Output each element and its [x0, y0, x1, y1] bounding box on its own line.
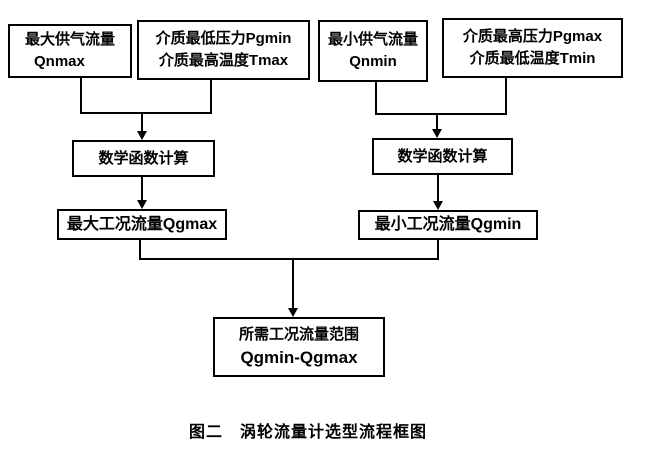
connector-line — [139, 258, 439, 260]
node-sublabel: Qnmax — [34, 53, 85, 70]
connector-line — [210, 80, 212, 112]
node-sublabel: Qgmin-Qgmax — [240, 347, 358, 367]
node-required-flow-range: 所需工况流量范围 Qgmin-Qgmax — [213, 317, 385, 377]
node-label: 最小供气流量 — [327, 31, 418, 49]
connector-line — [375, 82, 377, 113]
node-max-pressure-min-temp: 介质最高压力Pgmax 介质最低温度Tmin — [442, 18, 623, 78]
node-label: 最大供气流量 — [24, 31, 115, 49]
connector-line — [80, 78, 82, 112]
connector-line — [505, 78, 507, 113]
node-math-calc-left: 数学函数计算 — [72, 140, 215, 177]
node-label: 数学函数计算 — [397, 147, 488, 165]
arrow-down-icon — [432, 113, 442, 138]
node-math-calc-right: 数学函数计算 — [372, 138, 513, 175]
node-label: 最大工况流量Qgmax — [66, 215, 218, 233]
node-label: 数学函数计算 — [98, 149, 189, 167]
node-min-working-flow: 最小工况流量Qgmin — [358, 210, 538, 240]
node-min-pressure-max-temp: 介质最低压力Pgmin 介质最高温度Tmax — [137, 20, 310, 80]
node-label: 所需工况流量范围 — [238, 325, 359, 343]
arrow-down-icon — [288, 260, 298, 317]
connector-line — [375, 113, 507, 115]
connector-line — [139, 240, 141, 258]
arrow-down-icon — [433, 175, 443, 210]
node-sublabel: Qnmin — [349, 53, 397, 70]
node-sublabel: 介质最高温度Tmax — [158, 52, 289, 69]
node-label: 介质最低压力Pgmin — [155, 30, 292, 48]
node-label: 最小工况流量Qgmin — [374, 216, 522, 234]
node-max-supply-flow: 最大供气流量 Qnmax — [8, 24, 132, 78]
connector-line — [437, 240, 439, 258]
node-max-working-flow: 最大工况流量Qgmax — [57, 209, 227, 240]
arrow-down-icon — [137, 112, 147, 140]
node-min-supply-flow: 最小供气流量 Qnmin — [318, 20, 428, 82]
connector-line — [80, 112, 212, 114]
node-label: 介质最高压力Pgmax — [462, 28, 603, 46]
node-sublabel: 介质最低温度Tmin — [469, 50, 596, 67]
figure-caption: 图二 涡轮流量计选型流程框图 — [188, 424, 427, 441]
arrow-down-icon — [137, 177, 147, 209]
